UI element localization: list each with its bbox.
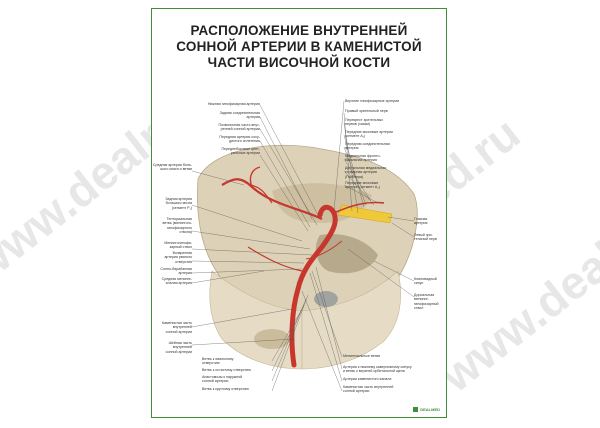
label-ica-petrous-part: Каменистая часть внутренней сонной артер… <box>161 321 192 334</box>
label-sphenoid-sinus: Клиновидный синус <box>414 277 437 286</box>
poster-frame: РАСПОЛОЖЕНИЕ ВНУТРЕННЕЙ СОННОЙ АРТЕРИИ В… <box>151 8 447 418</box>
vertebra <box>254 329 290 349</box>
label-inferior-hypophyseal-artery: Нижняя гипофизарная артерия <box>207 102 260 106</box>
label-anterior-communicating-artery: Передняя соединительная артерия <box>345 142 390 151</box>
label-branch-foramen-spinosum: Ветвь к остистому отверстию <box>202 368 252 372</box>
title-line-1: РАСПОЛОЖЕНИЕ ВНУТРЕННЕЙ <box>190 23 408 38</box>
poster-title: РАСПОЛОЖЕНИЕ ВНУТРЕННЕЙ СОННОЙ АРТЕРИИ В… <box>152 23 446 71</box>
label-ica-petrous-part-bottom: Каменистая часть внутренней сонной артер… <box>343 385 394 394</box>
anterior-cerebral-artery <box>333 201 385 214</box>
label-posterior-cerebral-artery: Задняя артерия большого мозга (сегмент P… <box>165 197 192 210</box>
internal-carotid-artery <box>289 204 338 368</box>
label-anastomoses-external-carotid: Анастомозы к наружной сонной артерии <box>202 375 243 384</box>
label-petrous-canal-arteries: Артерии каменистого канала <box>343 377 392 381</box>
label-recurrent-artery: Возвратная артерия рваного отверстия <box>164 251 192 264</box>
mca-branch <box>249 166 261 188</box>
skull-illustration <box>191 100 418 392</box>
label-left-optic-nerve: Левый зри- тельный нерв <box>414 233 437 242</box>
meningeal-branch <box>305 240 343 260</box>
label-anterior-cerebral-a1: Передние мозговые артерии (сегмент A₁) <box>345 130 393 139</box>
foramen-dark <box>314 291 338 307</box>
label-middle-meningeal-artery: Средняя менинге- альная артерия <box>161 277 192 286</box>
title-line-2: СОННОЙ АРТЕРИИ В КАМЕНИСТОЙ <box>176 39 422 54</box>
mca-branch <box>249 184 273 204</box>
label-branch-foramen-ovale: Ветвь к овальному отверстию <box>202 357 234 366</box>
label-heubner-artery: Дистальная медиальная стриарная артерия … <box>345 166 387 179</box>
label-inferior-cavernous-sinus-artery: Артерия к нижнему кавернозному синусу и … <box>343 365 412 374</box>
label-superior-hypophyseal-arteries: Верхние гипофизарные артерии <box>345 99 400 103</box>
lower-skull-right <box>301 270 401 370</box>
label-dorsal-meningohypophyseal: Дорсальная менинге- гипофизарный ствол <box>414 293 439 310</box>
label-ophthalmic-artery: Глазная артерия <box>414 217 428 226</box>
leader-lines <box>191 100 415 392</box>
label-optic-chiasm: Перекрест зрительных нервов (хиазм) <box>345 118 384 127</box>
label-medial-frontobasal-artery: Медиальная фронто- базальная артерия <box>345 154 381 163</box>
sphenoid-sinus <box>315 233 378 274</box>
label-tentorial-branch: Тенториальная ветвь (менингого- гипофиза… <box>162 217 192 234</box>
label-anterior-cerebral-a2: Передние мозговые артерии (сегмент A₂) <box>345 181 380 190</box>
label-posterior-communicating-artery: Задняя соединительная артерия <box>219 111 260 120</box>
label-right-optic-nerve: Правый зрительный нерв <box>345 109 388 113</box>
title-line-3: ЧАСТИ ВИСОЧНОЙ КОСТИ <box>207 55 391 70</box>
dealmed-logo: DEALMED <box>413 407 440 412</box>
label-meningeal-branches: Менингиальные ветви <box>343 354 381 358</box>
label-anterior-choroidal-artery: Передняя артерия сосу- дистого сплетения <box>219 135 260 144</box>
logo-text: DEALMED <box>420 406 440 412</box>
label-ica-cervical-part: Шейная часть внутренней сонной артерии <box>165 341 192 354</box>
optic-nerve <box>337 204 393 224</box>
petrous-branch <box>247 246 303 272</box>
label-middle-cerebral-artery: Средняя артерия боль- шого мозга и ветви <box>152 163 192 172</box>
label-caroticotympanic-artery: Сонно-барабанная артерия <box>160 267 192 276</box>
label-branch-foramen-rotundum: Ветвь к круглому отверстию <box>202 387 249 391</box>
label-meningohypophyseal-trunk: Менингогипофи- зарный ствол <box>164 241 192 250</box>
label-ica-vertebral-part: Позвоночная часть внут- ренней сонной ар… <box>218 123 260 132</box>
watermark-text: www.dealmed.ru <box>430 136 600 402</box>
label-anterolateral-central-arteries: Переднебоковые цент- ральные артерии <box>221 147 260 156</box>
middle-cerebral-artery <box>221 178 323 220</box>
logo-icon <box>413 407 419 412</box>
